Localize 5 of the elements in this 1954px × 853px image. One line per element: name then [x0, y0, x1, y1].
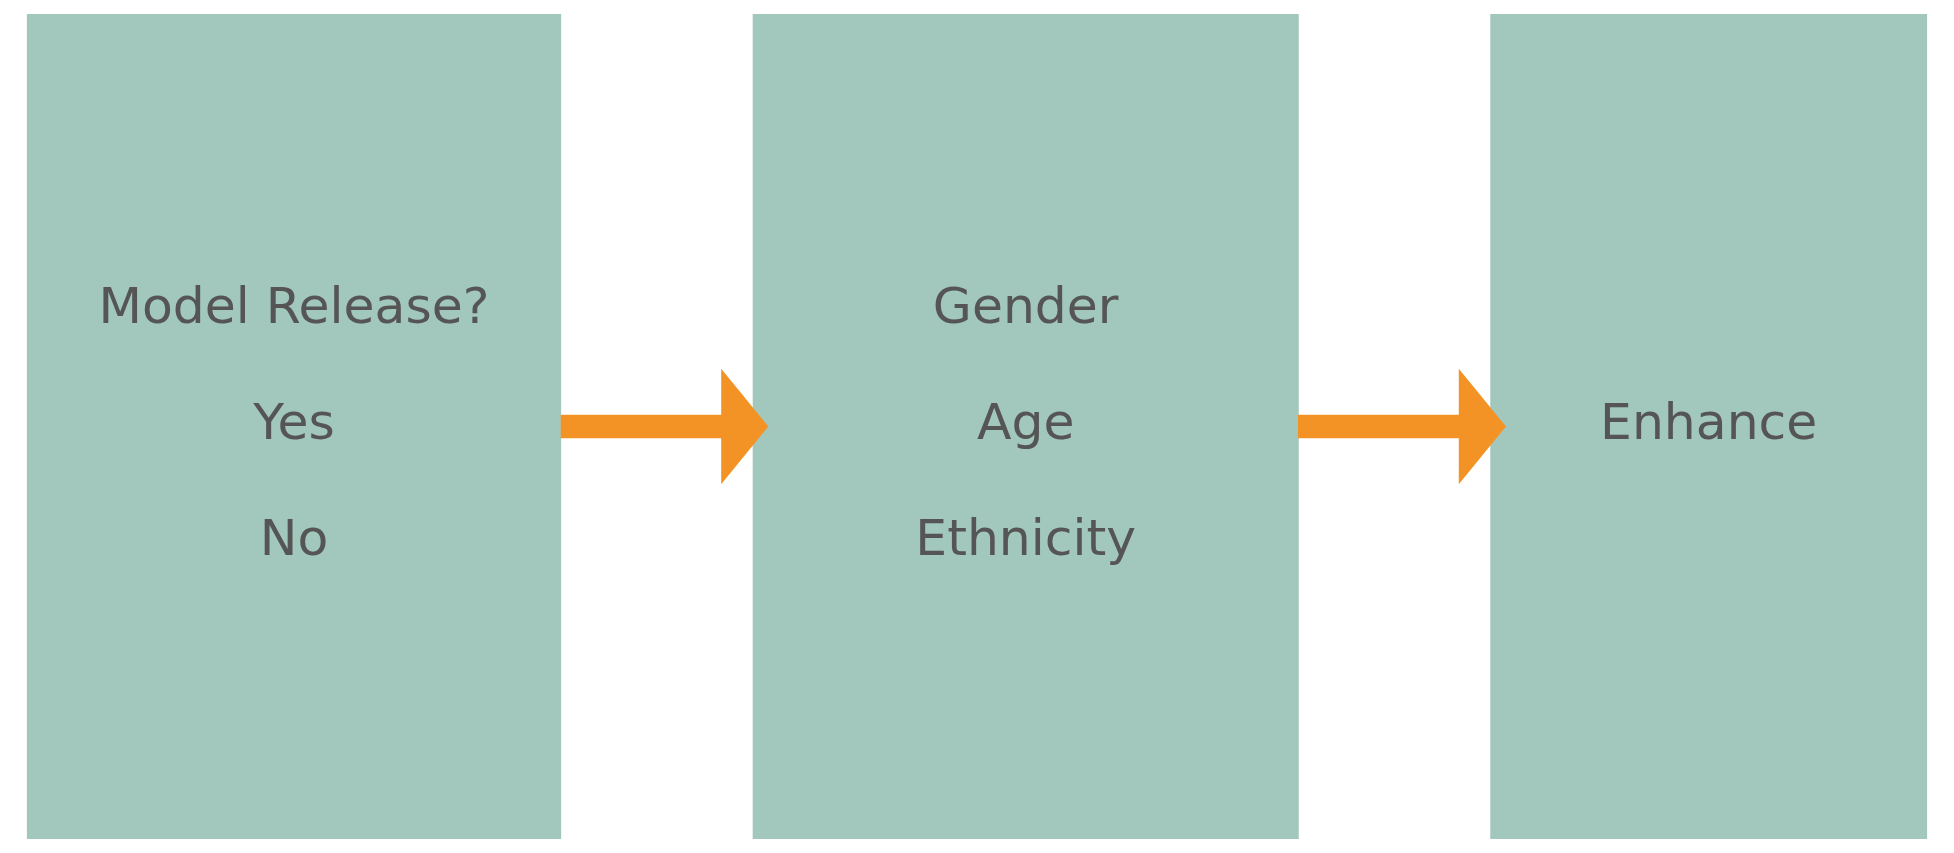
arrow — [560, 368, 769, 485]
node-box: Enhance — [1490, 14, 1928, 839]
node-box: Model Release? Yes No — [26, 14, 562, 839]
node-box: Gender Age Ethnicity — [752, 14, 1299, 839]
arrow — [1297, 368, 1506, 485]
